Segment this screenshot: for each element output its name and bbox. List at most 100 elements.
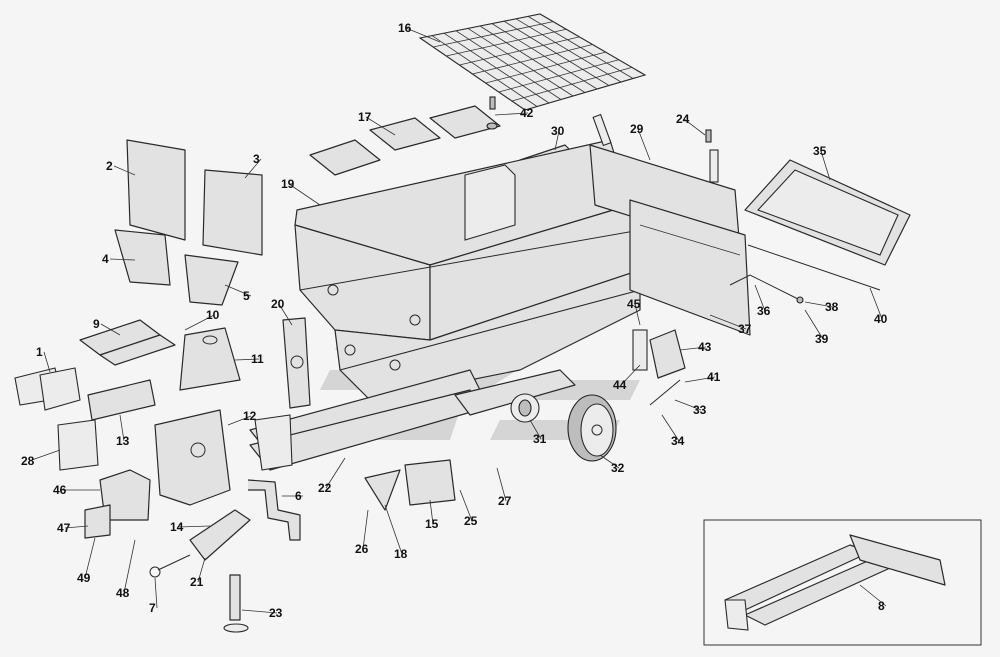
callout-34: 34 [671, 434, 685, 448]
part-35-frame [729, 159, 911, 304]
leader-line-8 [859, 584, 887, 607]
leader-line-2 [113, 165, 136, 176]
leader-line-45 [634, 303, 641, 326]
part-15-18-brackets [364, 459, 456, 511]
callout-17: 17 [358, 110, 372, 124]
grate-grid [431, 16, 634, 107]
part-20-plate [282, 317, 311, 409]
callout-9: 9 [93, 317, 100, 331]
leader-line-23 [241, 609, 278, 614]
callout-38: 38 [825, 300, 839, 314]
grate-bar [433, 21, 554, 48]
leader-line-18 [384, 504, 403, 555]
callout-26: 26 [355, 542, 369, 556]
callout-32: 32 [611, 461, 625, 475]
callout-22: 22 [318, 481, 332, 495]
part-43-bracket [632, 329, 686, 406]
leader-line-30 [554, 130, 560, 151]
callout-15: 15 [425, 517, 439, 531]
part-6-bracket [247, 479, 301, 541]
callout-12: 12 [243, 409, 257, 423]
leader-line-9 [100, 323, 121, 336]
callout-24: 24 [676, 112, 690, 126]
callout-5: 5 [243, 289, 250, 303]
callout-11: 11 [251, 352, 264, 366]
callout-13: 13 [116, 434, 130, 448]
callout-41: 41 [707, 370, 721, 384]
leader-line-3 [244, 158, 262, 179]
part-29-side-board [589, 113, 751, 336]
part-32-wheel [567, 394, 617, 462]
callout-14: 14 [170, 520, 184, 534]
grate-bar [485, 51, 606, 84]
leader-line-7 [154, 577, 158, 609]
callout-49: 49 [77, 571, 91, 585]
leader-line-12 [227, 415, 252, 426]
leader-line-29 [637, 128, 651, 161]
leader-line-38 [804, 301, 834, 308]
callout-30: 30 [551, 124, 565, 138]
callout-45: 45 [627, 297, 641, 311]
leader-line-17 [365, 116, 396, 136]
inset-detail-box [703, 519, 982, 646]
leader-line-1 [43, 351, 51, 373]
grate-bar [498, 59, 619, 93]
callout-40: 40 [874, 312, 888, 326]
callout-48: 48 [116, 586, 130, 600]
leader-line-28 [28, 449, 61, 462]
callout-21: 21 [190, 575, 204, 589]
callout-23: 23 [269, 606, 283, 620]
part-16-grate [418, 13, 647, 111]
leader-line-13 [119, 414, 125, 442]
part-left-covers [14, 319, 241, 539]
callout-16: 16 [398, 21, 412, 35]
leader-line-11 [234, 358, 260, 361]
leader-line-16 [405, 27, 441, 43]
callout-8: 8 [878, 599, 885, 613]
callout-1: 1 [36, 345, 43, 359]
leader-line-34 [661, 414, 680, 442]
leader-line-48 [123, 539, 136, 594]
callout-35: 35 [813, 144, 827, 158]
callout-27: 27 [498, 494, 512, 508]
part-21-hitch-and-jack [149, 509, 251, 633]
leader-line-5 [224, 284, 252, 297]
callout-25: 25 [464, 514, 478, 528]
callout-28: 28 [21, 454, 35, 468]
leader-line-31 [529, 419, 542, 440]
leader-line-47 [64, 525, 89, 529]
leader-line-36 [754, 284, 766, 312]
leader-line-44 [620, 364, 641, 386]
leader-line-21 [197, 557, 206, 583]
callout-6: 6 [295, 489, 302, 503]
callout-36: 36 [757, 304, 771, 318]
leader-line-33 [674, 399, 702, 411]
leader-line-43 [679, 346, 707, 351]
grate-bar [459, 36, 580, 66]
callout-4: 4 [102, 252, 109, 266]
callout-7: 7 [149, 601, 156, 615]
callout-19: 19 [281, 177, 295, 191]
callout-10: 10 [206, 308, 220, 322]
leader-line-19 [288, 183, 321, 206]
leader-line-14 [177, 525, 211, 528]
callout-43: 43 [698, 340, 712, 354]
callout-29: 29 [630, 122, 644, 136]
leader-line-39 [804, 309, 824, 340]
grate-bar [446, 28, 567, 57]
callout-18: 18 [394, 547, 408, 561]
leader-line-32 [599, 454, 620, 469]
callout-44: 44 [613, 378, 627, 392]
callout-3: 3 [253, 152, 260, 166]
grate-bar [511, 66, 632, 102]
callout-33: 33 [693, 403, 707, 417]
callout-20: 20 [271, 297, 285, 311]
leader-line-42 [494, 112, 529, 116]
leader-line-25 [459, 489, 473, 522]
leader-line-41 [684, 376, 716, 383]
part-31-axle [454, 369, 576, 423]
callout-47: 47 [57, 521, 71, 535]
